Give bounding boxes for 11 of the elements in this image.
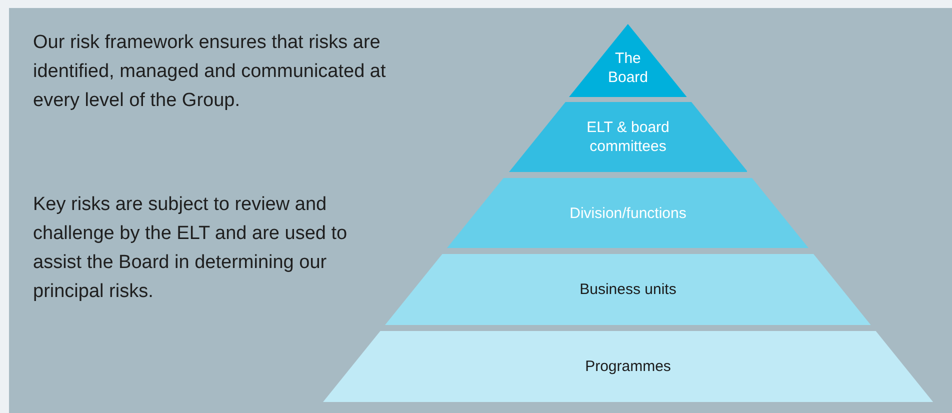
pyramid-apex — [569, 24, 687, 97]
pyramid-tier — [447, 178, 809, 248]
pyramid-tier — [508, 102, 748, 172]
body-text: Key risks are subject to review and challenge by the ELT and are used to assist the Board in determining our principal risks. — [33, 193, 348, 304]
pyramid-tier — [385, 254, 871, 325]
tier-label: The Board — [606, 48, 649, 86]
tier-label: Business units — [580, 280, 676, 299]
tier-label: Programmes — [585, 357, 671, 376]
body-text: Our risk framework ensures that risks are identified, managed and communicated at every level of the Group. — [33, 31, 387, 113]
tier-label: ELT & board committees — [586, 118, 670, 156]
tier-label: Division/functions — [570, 204, 686, 222]
